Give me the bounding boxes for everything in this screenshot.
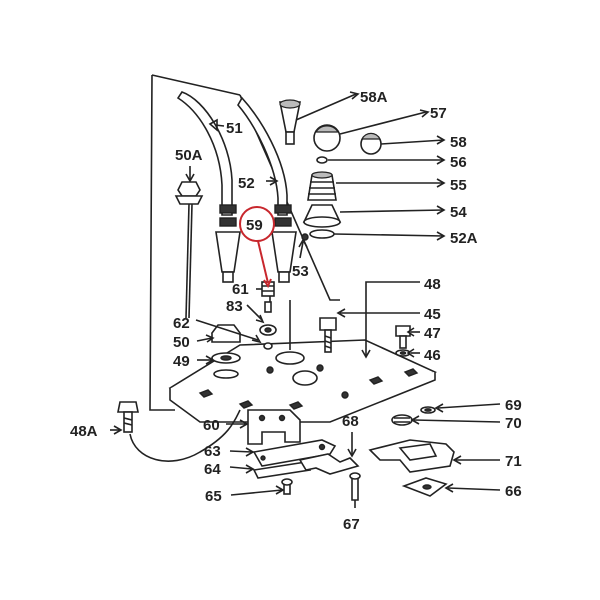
label-48a: 48A [70, 423, 98, 440]
label-50a: 50A [175, 147, 203, 164]
right-plates [368, 406, 455, 497]
linkage-parts [252, 439, 361, 501]
label-50: 50 [173, 334, 190, 351]
label-66: 66 [505, 483, 522, 500]
shift-lever-51 [176, 91, 241, 283]
shift-lever-52 [237, 96, 297, 283]
label-53: 53 [292, 263, 309, 280]
label-69: 69 [505, 397, 522, 414]
label-52a: 52A [450, 230, 478, 247]
label-59: 59 [246, 217, 263, 234]
dipstick-50a [174, 181, 204, 319]
knob-58a [279, 99, 301, 145]
label-64: 64 [204, 461, 221, 478]
bracket-60 [247, 409, 301, 445]
label-60: 60 [203, 417, 220, 434]
label-70: 70 [505, 415, 522, 432]
label-52: 52 [238, 175, 255, 192]
label-62: 62 [173, 315, 190, 332]
highlight-59 [239, 206, 275, 289]
label-58: 58 [450, 134, 467, 151]
label-54: 54 [450, 204, 467, 221]
label-49: 49 [173, 353, 190, 370]
label-48: 48 [424, 276, 441, 293]
label-45: 45 [424, 306, 441, 323]
ball-knobs [313, 124, 382, 155]
label-68: 68 [342, 413, 359, 430]
boot-assembly [302, 156, 342, 239]
label-47: 47 [424, 325, 441, 342]
label-71: 71 [505, 453, 522, 470]
callout-labels: 58A 57 58 56 55 54 52A 51 50A 52 59 53 6… [70, 89, 522, 533]
label-55: 55 [450, 177, 467, 194]
label-83: 83 [226, 298, 243, 315]
bolts-right [319, 317, 411, 357]
label-51: 51 [226, 120, 243, 137]
bolt-48a [117, 401, 241, 462]
leader-lines [110, 91, 501, 508]
label-46: 46 [424, 347, 441, 364]
label-57: 57 [430, 105, 447, 122]
label-56: 56 [450, 154, 467, 171]
label-58a: 58A [360, 89, 388, 106]
label-65: 65 [205, 488, 222, 505]
label-67: 67 [343, 516, 360, 533]
base-plate [168, 300, 438, 423]
label-61: 61 [232, 281, 249, 298]
label-63: 63 [204, 443, 221, 460]
